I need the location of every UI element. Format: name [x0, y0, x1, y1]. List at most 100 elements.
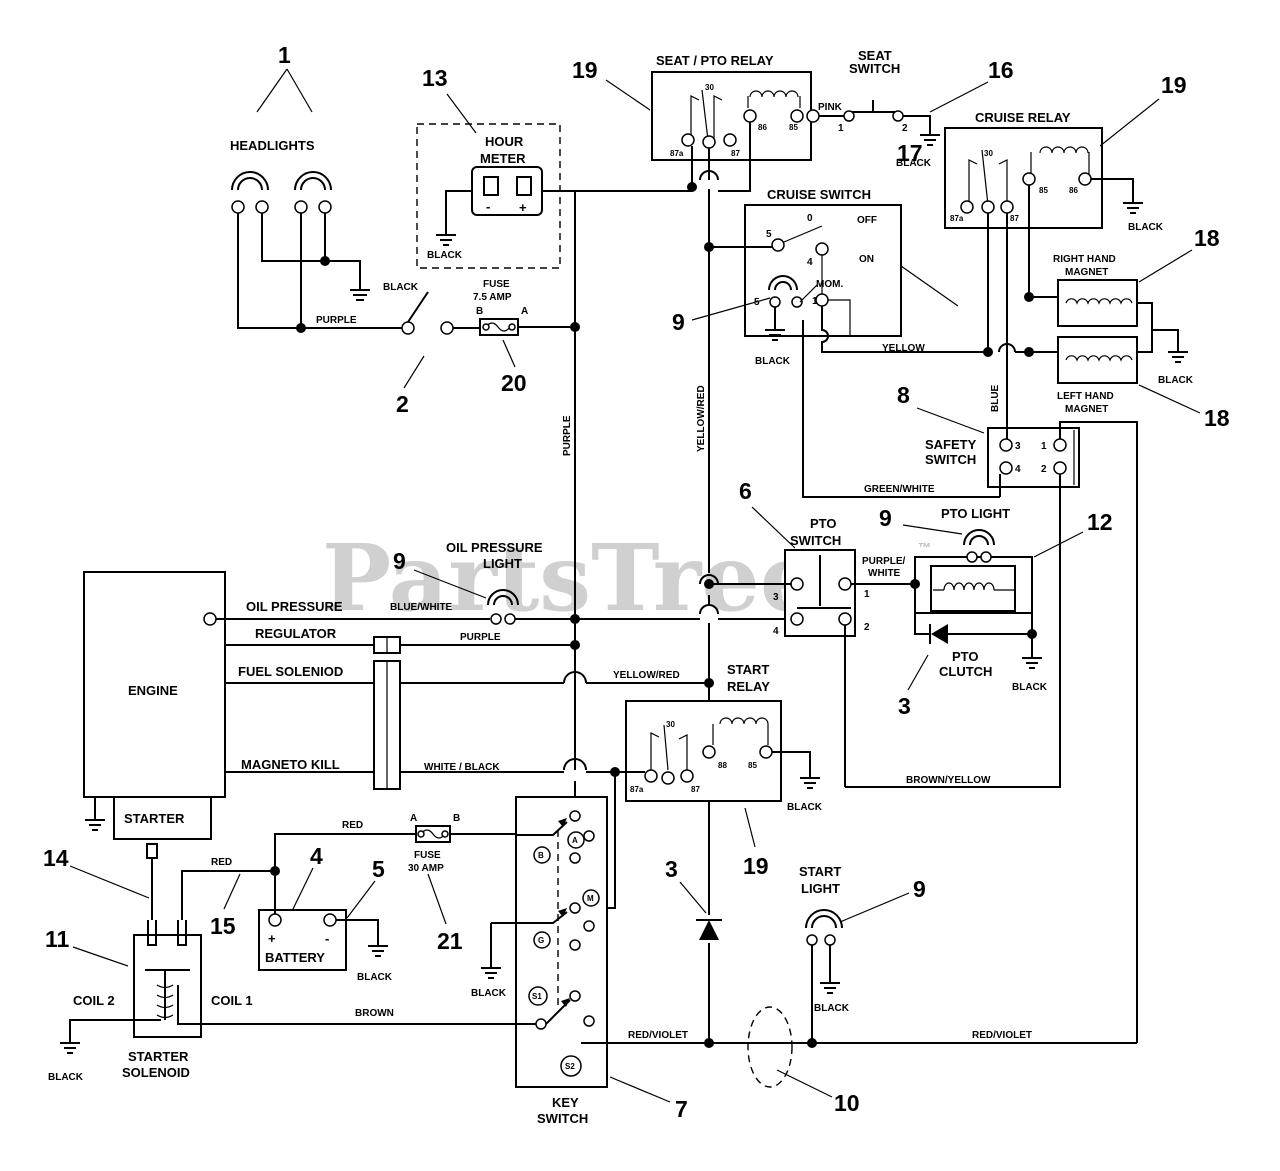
- pto-switch-3: 3: [773, 592, 779, 603]
- seat-relay-87: 87: [731, 149, 740, 158]
- wire-brown-label: BROWN: [355, 1008, 394, 1019]
- cruise-relay-86: 86: [1069, 186, 1078, 195]
- cruise-switch-label: CRUISE SWITCH: [767, 187, 871, 202]
- seat-relay-85: 85: [789, 123, 798, 132]
- engine-fuel-solenoid: FUEL SOLENIOD: [238, 664, 343, 679]
- callout-14: 14: [43, 845, 69, 871]
- callout-18-top: 18: [1194, 225, 1220, 251]
- right-magnet-label-1: RIGHT HAND: [1053, 254, 1116, 265]
- fuse-rating: 7.5 AMP: [473, 292, 512, 303]
- seat-switch-ground: BLACK: [896, 158, 932, 169]
- cruise-relay-87a: 87a: [950, 214, 964, 223]
- callout-15: 15: [210, 913, 236, 939]
- pto-light: PTO LIGHT: [941, 506, 1010, 563]
- pto-switch: 3 4 1 2 PTO SWITCH PURPLE/ WHITE BROWN/Y…: [709, 516, 991, 787]
- engine: ENGINE STARTER OIL PRESSURE REGULATOR FU…: [83, 571, 709, 840]
- start-light: START LIGHT BLACK: [799, 864, 850, 1043]
- safety-switch: 3 4 1 2 SAFETY SWITCH BLUE: [845, 340, 1138, 1043]
- key-s2: S2: [565, 1062, 575, 1071]
- start-light-ground: BLACK: [814, 1003, 850, 1014]
- starter-label: STARTER: [124, 811, 185, 826]
- callout-3-diode: 3: [665, 856, 678, 882]
- fuse-7-5-amp: FUSE 7.5 AMP B A: [473, 279, 575, 336]
- callout-4: 4: [310, 843, 323, 869]
- cruise-relay-87: 87: [1010, 214, 1019, 223]
- wire-black-label: BLACK: [383, 282, 419, 293]
- callout-9-start: 9: [913, 876, 926, 902]
- seat-switch: SEAT SWITCH PINK 1 2 BLACK: [818, 48, 940, 169]
- pto-clutch: PTO CLUTCH BLACK: [910, 556, 1048, 693]
- headlights-label: HEADLIGHTS: [230, 138, 315, 153]
- pto-switch-2: 2: [864, 622, 870, 633]
- key-b: B: [538, 851, 544, 860]
- key-m: M: [587, 894, 594, 903]
- fuse30-label-1: FUSE: [414, 850, 441, 861]
- cruise-switch-5: 5: [766, 229, 772, 240]
- pto-clutch-ground: BLACK: [1012, 682, 1048, 693]
- callout-3-clutch: 3: [898, 693, 911, 719]
- wire-purple-vertical: PURPLE: [562, 415, 573, 456]
- safety-3: 3: [1015, 441, 1021, 452]
- key-switch: A B M G S1 S2 KEY SWITCH BLACK RED/VIOLE…: [471, 796, 709, 1126]
- callout-20: 20: [501, 370, 527, 396]
- battery-ground: BLACK: [357, 972, 393, 983]
- left-magnet-label-1: LEFT HAND: [1057, 391, 1114, 402]
- left-hand-magnet: LEFT HAND MAGNET: [1057, 336, 1138, 415]
- wire-red-battery: RED: [211, 857, 232, 868]
- callout-18-bottom: 18: [1204, 405, 1230, 431]
- seat-relay-86: 86: [758, 123, 767, 132]
- callout-9-pto: 9: [879, 505, 892, 531]
- engine-oil-pressure: OIL PRESSURE: [246, 599, 343, 614]
- starter-solenoid-label-2: SOLENOID: [122, 1065, 190, 1080]
- callout-16: 16: [988, 57, 1014, 83]
- fuse30-a: A: [410, 813, 417, 824]
- starter-solenoid: COIL 2 COIL 1 STARTER SOLENOID BLACK BRO…: [48, 843, 536, 1083]
- trademark: ™: [918, 540, 931, 555]
- wire-blue-label: BLUE: [990, 384, 1001, 412]
- callout-1: 1: [278, 42, 291, 68]
- start-relay-label-1: START: [727, 662, 769, 677]
- callout-9-oil: 9: [393, 548, 406, 574]
- cruise-switch-1: 1: [812, 296, 818, 307]
- right-hand-magnet: RIGHT HAND MAGNET: [1053, 254, 1138, 327]
- magnet-ground: BLACK: [1158, 375, 1194, 386]
- ground-strap: [747, 1006, 793, 1088]
- fuse30-b: B: [453, 813, 460, 824]
- fuse30-label-2: 30 AMP: [408, 863, 444, 874]
- wire-purple-white-1: PURPLE/: [862, 556, 906, 567]
- start-relay-87a: 87a: [630, 785, 644, 794]
- cruise-switch-off: OFF: [857, 215, 877, 226]
- diode: [696, 919, 722, 940]
- right-magnet-label-2: MAGNET: [1065, 267, 1108, 278]
- cruise-switch: CRUISE SWITCH 0 OFF 5 4 ON MOM. 5 1 BLAC…: [704, 187, 1058, 498]
- headlights: HEADLIGHTS BLACK PURPLE: [230, 138, 419, 333]
- callout-13: 13: [422, 65, 448, 91]
- hour-meter: - + HOUR METER BLACK: [416, 123, 692, 269]
- start-relay: 30 87a 87 88 85 START RELAY BLACK: [577, 662, 823, 909]
- seat-relay-87a: 87a: [670, 149, 684, 158]
- key-switch-ground: BLACK: [471, 988, 507, 999]
- pto-switch-4: 4: [773, 626, 779, 637]
- pto-switch-label-1: PTO: [810, 516, 837, 531]
- oil-light-label-2: LIGHT: [483, 556, 522, 571]
- oil-light-label-1: OIL PRESSURE: [446, 540, 543, 555]
- callout-19-bottom: 19: [743, 853, 769, 879]
- seat-switch-2: 2: [902, 123, 908, 134]
- solenoid-ground: BLACK: [48, 1072, 84, 1083]
- cruise-relay-label: CRUISE RELAY: [975, 110, 1071, 125]
- hour-meter-ground: BLACK: [427, 250, 463, 261]
- callout-12: 12: [1087, 509, 1113, 535]
- start-relay-label-2: RELAY: [727, 679, 770, 694]
- callouts: 1 2 13 20 19 16 17 19 18 18 9 8 9 6 9 12…: [43, 42, 1230, 1122]
- hour-meter-minus: -: [486, 199, 490, 214]
- seat-relay-30: 30: [705, 83, 714, 92]
- fuse-term-a: A: [521, 306, 528, 317]
- key-switch-label-2: SWITCH: [537, 1111, 588, 1126]
- wire-red-violet-right: RED/VIOLET: [972, 1030, 1032, 1041]
- cruise-switch-mom: MOM.: [816, 279, 843, 290]
- wire-white-black-label: WHITE / BLACK: [424, 762, 500, 773]
- wire-yellow-red-label: YELLOW/RED: [613, 670, 680, 681]
- seat-switch-label-1: SEAT: [858, 48, 892, 63]
- start-relay-88: 88: [718, 761, 727, 770]
- key-a: A: [572, 836, 578, 845]
